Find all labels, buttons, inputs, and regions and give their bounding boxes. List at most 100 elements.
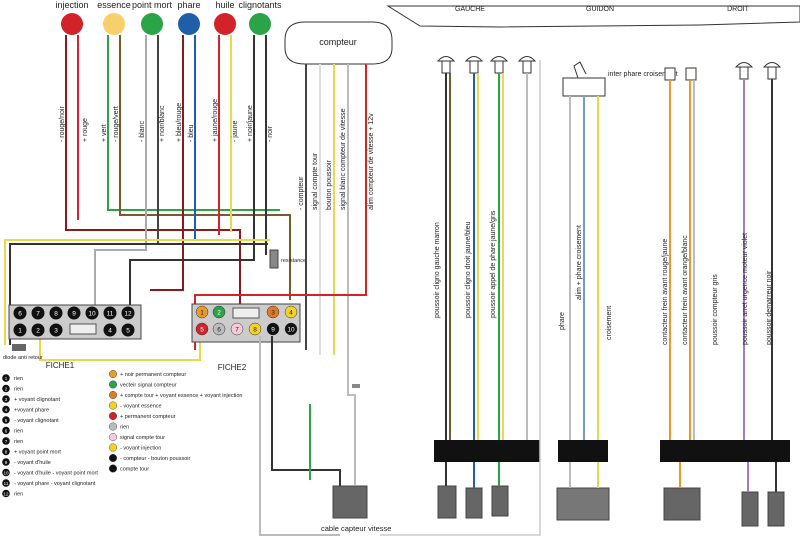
svg-text:5: 5 (5, 418, 8, 423)
indicator-huile: huile (214, 0, 236, 35)
svg-text:rien: rien (14, 387, 23, 393)
legend1-item: 8+ voyant point mort (2, 447, 61, 456)
legend2-item: + compte tour + voyant essence + voyant … (108, 391, 242, 400)
guidon-right-labels: contacteur frein avant rouge/jaune conta… (662, 233, 773, 345)
fiche1-pin-2: 2 (31, 323, 45, 337)
svg-text:alim + phare croisement: alim + phare croisement (576, 225, 583, 300)
legend1-item: 1 rien (2, 374, 23, 382)
compteur: compteur (284, 21, 393, 65)
legend1-item: 3+ voyant clignotant (2, 395, 60, 403)
fiche1-label: FICHE1 (46, 361, 75, 370)
guidon-right-buttons (734, 62, 782, 80)
fiche1-pin-6: 6 (13, 306, 27, 320)
guidon-left-wires (445, 73, 528, 440)
legend2-item: + permanent compteur (108, 412, 176, 421)
svg-text:7: 7 (5, 439, 8, 444)
legend2-item: signal compte tour (108, 433, 165, 442)
svg-text:- voyant d'huile: - voyant d'huile (14, 460, 51, 466)
indicator-wire-labels: - rouge/noir + rouge + vert - rouge/vert… (59, 99, 274, 142)
svg-text:- rouge/vert: - rouge/vert (113, 106, 120, 142)
guidon-left-sheath (434, 440, 540, 462)
legend2-item: vecteir signal compteur (108, 380, 177, 389)
compteur-wire-labels: - compteur signal compte tour bouton pou… (298, 108, 375, 210)
svg-text:- bleu: - bleu (188, 124, 195, 142)
svg-text:resistance: resistance (281, 258, 306, 264)
svg-text:5: 5 (126, 327, 130, 334)
fiche2-pin-10: 10 (284, 322, 298, 336)
guidon-center-plug (556, 487, 610, 521)
fiche2-pin-6: 6 (212, 322, 226, 336)
fiche1-pin-1: 1 (13, 323, 27, 337)
svg-text:poussoir cligno droit jaune/b: poussoir cligno droit jaune/bleu (465, 221, 472, 318)
fiche1-pin-12: 12 (121, 306, 135, 320)
guidon-center-labels: phare alim + phare croisement croisement (559, 225, 613, 340)
indicator-injection: injection (55, 0, 89, 35)
svg-text:9: 9 (271, 326, 275, 333)
guidon-right-label: DROIT (727, 6, 750, 13)
svg-text:12: 12 (3, 491, 9, 496)
guidon-right-plugs (663, 487, 785, 527)
svg-text:clignotants: clignotants (238, 0, 282, 10)
guidon-right-contacts (664, 67, 697, 81)
svg-text:9: 9 (5, 460, 8, 465)
svg-text:poussoir compteur gris: poussoir compteur gris (712, 274, 719, 345)
svg-text:compte tour: compte tour (120, 467, 149, 473)
sheath-plug-wires (445, 462, 777, 492)
fiche1-pin-4: 4 (103, 323, 117, 337)
svg-text:1: 1 (200, 309, 204, 316)
legend1-item: 4+voyant phare (2, 405, 49, 414)
svg-text:poussoir appel de phare jaune: poussoir appel de phare jaune/gris (490, 210, 497, 318)
indicator-wires (65, 35, 291, 320)
compteur-title: compteur (319, 37, 357, 47)
fiche1-pin-8: 8 (49, 306, 63, 320)
svg-text:2: 2 (5, 386, 8, 391)
guidon-right-sheath (660, 440, 790, 462)
svg-text:contacteur frein avant rouge/: contacteur frein avant rouge/jaune (662, 239, 669, 345)
svg-text:rien: rien (14, 376, 23, 382)
legend2-item: - voyant injection (108, 443, 161, 452)
indicator-clignotants: clignotants (238, 0, 282, 35)
guidon-bar: GAUCHE GUIDON DROIT (386, 5, 800, 28)
fiche2-pin-2: 2 (212, 305, 226, 319)
svg-text:- compteur - bouton poussoir: - compteur - bouton poussoir (120, 456, 190, 462)
fiche2-connector: FICHE2 (191, 303, 301, 372)
svg-text:phare: phare (559, 312, 566, 330)
svg-text:8: 8 (5, 449, 8, 454)
svg-text:poussoir cligno gauche marron: poussoir cligno gauche marron (434, 222, 441, 318)
svg-text:vecteir signal compteur: vecteir signal compteur (120, 383, 177, 389)
svg-text:- voyant injection: - voyant injection (120, 446, 161, 452)
fiche2-pin-1: 1 (195, 305, 209, 319)
svg-text:1: 1 (5, 376, 8, 381)
guidon-left-buttons (436, 56, 537, 74)
svg-text:7: 7 (36, 310, 40, 317)
legend2-item: - compteur - bouton poussoir (108, 454, 190, 463)
guidon-center-label: GUIDON (586, 6, 614, 13)
legend1-item: 5- voyant clignotant (2, 416, 59, 424)
fiche1-pin-3: 3 (49, 323, 63, 337)
svg-text:phare: phare (177, 0, 200, 10)
svg-text:croisement: croisement (606, 306, 613, 340)
svg-text:4: 4 (108, 327, 112, 334)
guidon-right-wires (669, 79, 773, 440)
cable-capteur-vitesse: cable capteur vitesse (321, 485, 391, 533)
svg-text:4: 4 (289, 309, 293, 316)
svg-text:point mort: point mort (132, 0, 173, 10)
svg-text:2: 2 (36, 327, 40, 334)
fiche2-pin-8: 8 (248, 322, 262, 336)
fiche1-pin-9: 9 (67, 306, 81, 320)
svg-text:contacteur frein avant orange: contacteur frein avant orange/blanc (682, 235, 689, 345)
svg-text:1: 1 (18, 327, 22, 334)
svg-text:+ rouge: + rouge (82, 118, 89, 142)
svg-text:rien: rien (120, 425, 129, 431)
cable-marker (352, 384, 360, 388)
svg-text:9: 9 (72, 310, 76, 317)
guidon-left-plugs (437, 485, 509, 519)
svg-text:6: 6 (5, 428, 8, 433)
svg-text:poussoir demarreur noir: poussoir demarreur noir (766, 270, 773, 345)
svg-text:alim compteur de vitesse + 12v: alim compteur de vitesse + 12v (368, 113, 375, 210)
svg-text:- jaune: - jaune (232, 120, 239, 142)
svg-text:8: 8 (54, 310, 58, 317)
